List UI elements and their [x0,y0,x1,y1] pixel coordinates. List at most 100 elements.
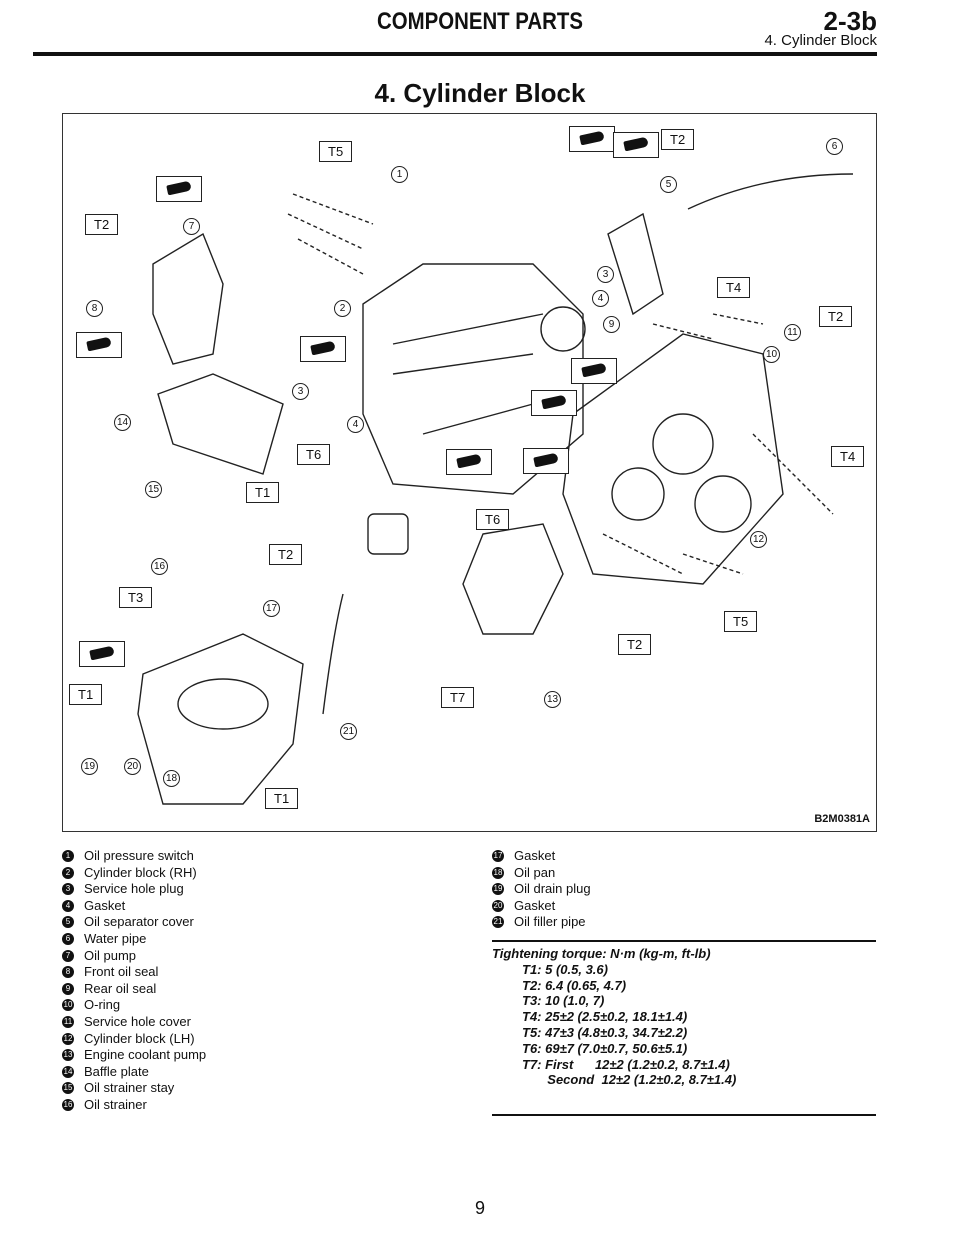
sealant-icon [523,448,569,474]
item-number: 8 [62,966,74,979]
item-number: 15 [62,1082,74,1095]
part-number-marker: 19 [81,758,98,775]
item-number: 13 [62,1049,74,1062]
part-number-marker: 6 [826,138,843,155]
item-label: Water pipe [84,930,147,946]
torque-callout: T2 [819,306,853,327]
item-number: 17 [492,850,504,862]
torque-callout: T6 [297,444,331,465]
item-label: Front oil seal [84,964,159,980]
part-number-marker: 14 [114,414,131,431]
sealant-icon [300,336,346,362]
sealant-icon [569,126,615,152]
oil-separator-cover [607,212,664,316]
item-label: Oil pump [84,947,137,963]
torque-callout: T1 [265,788,299,809]
legend-item: 2 Cylinder block (RH) [62,865,206,882]
legend-item: 11 Service hole cover [62,1014,206,1031]
item-label: Oil pressure switch [84,848,194,863]
part-number-marker: 11 [784,324,801,341]
item-label: Gasket [84,897,126,913]
coolant-pump [462,523,564,635]
part-number-marker: 9 [603,316,620,333]
item-label: Baffle plate [84,1063,149,1079]
legend-item: 17 Gasket [492,848,591,865]
torque-spec: T5: 47±3 (4.8±0.3, 34.7±2.2) [522,1024,688,1040]
torque-callout: T4 [717,277,751,298]
item-label: O-ring [84,997,121,1013]
sealant-icon [76,332,122,358]
item-number: 11 [62,1015,74,1028]
item-label: Service hole cover [84,1013,191,1029]
page-title: 4. Cylinder Block [374,78,586,108]
section-subtitle: 4. Cylinder Block [764,32,877,49]
item-number: 20 [492,899,504,912]
page-number: 9 [474,1198,485,1218]
part-number-marker: 10 [763,346,780,363]
torque-callout: T3 [119,587,153,608]
item-number: 16 [62,1098,74,1111]
item-number: 12 [62,1032,74,1045]
part-number-marker: 16 [151,558,168,575]
part-number-marker: 21 [340,723,357,740]
legend-item: 8 Front oil seal [62,964,206,981]
torque-spec: T7: First 12±2 (1.2±0.2, 8.7±1.4) [522,1056,730,1072]
torque-callout: T6 [476,509,510,530]
water-pipe [687,173,854,210]
part-number-marker: 7 [183,218,200,235]
sealant-icon [571,358,617,384]
item-number: 6 [62,932,74,945]
part-number-marker: 3 [597,266,614,283]
torque-callout: T2 [618,634,652,655]
oil-filter [367,513,409,555]
torque-spec: Second 12±2 (1.2±0.2, 8.7±1.4) [522,1072,737,1088]
header-rule [33,52,877,56]
item-label: Cylinder block (LH) [84,1030,195,1046]
part-number-marker: 8 [86,300,103,317]
torque-callout: T5 [319,141,353,162]
item-number: 10 [62,999,74,1012]
torque-spec: T1: 5 (0.5, 3.6) [522,961,608,977]
torque-callout: T7 [441,687,475,708]
torque-callout: T1 [246,482,280,503]
item-label: Rear oil seal [84,980,157,996]
rear-oil-seal [540,306,586,352]
figure-code: B2M0381A [814,813,870,825]
legend-item: 13 Engine coolant pump [62,1047,206,1064]
oil-pump [152,232,224,365]
torque-heading: Tightening torque: N·m (kg-m, ft-lb) [492,946,711,961]
legend-item: 6 Water pipe [62,931,206,948]
torque-spec: T3: 10 (1.0, 7) [522,993,605,1009]
part-number-marker: 4 [592,290,609,307]
torque-spec: T6: 69±7 (7.0±0.7, 50.6±5.1) [522,1040,688,1056]
oil-filler-pipe [322,593,344,715]
torque-callout: T4 [831,446,865,467]
item-label: Oil drain plug [514,881,591,897]
part-number-marker: 18 [163,770,180,787]
tightening-torque: Tightening torque: N·m (kg-m, ft-lb) T1:… [492,940,876,1117]
sealant-icon [531,390,577,416]
part-number-marker: 2 [334,300,351,317]
part-number-marker: 12 [750,531,767,548]
part-number-marker: 13 [544,691,561,708]
item-number: 2 [62,866,74,879]
item-label: Gasket [514,848,556,863]
item-label: Oil filler pipe [514,914,586,930]
torque-spec: T2: 6.4 (0.65, 4.7) [522,977,627,993]
torque-callout: T2 [269,544,303,565]
section-code: 2-3b [823,6,877,36]
item-label: Engine coolant pump [84,1047,207,1063]
legend-item: 10 O-ring [62,997,206,1014]
item-number: 14 [62,1065,74,1078]
sealant-icon [79,641,125,667]
item-label: Cylinder block (RH) [84,864,197,880]
part-number-marker: 4 [347,416,364,433]
